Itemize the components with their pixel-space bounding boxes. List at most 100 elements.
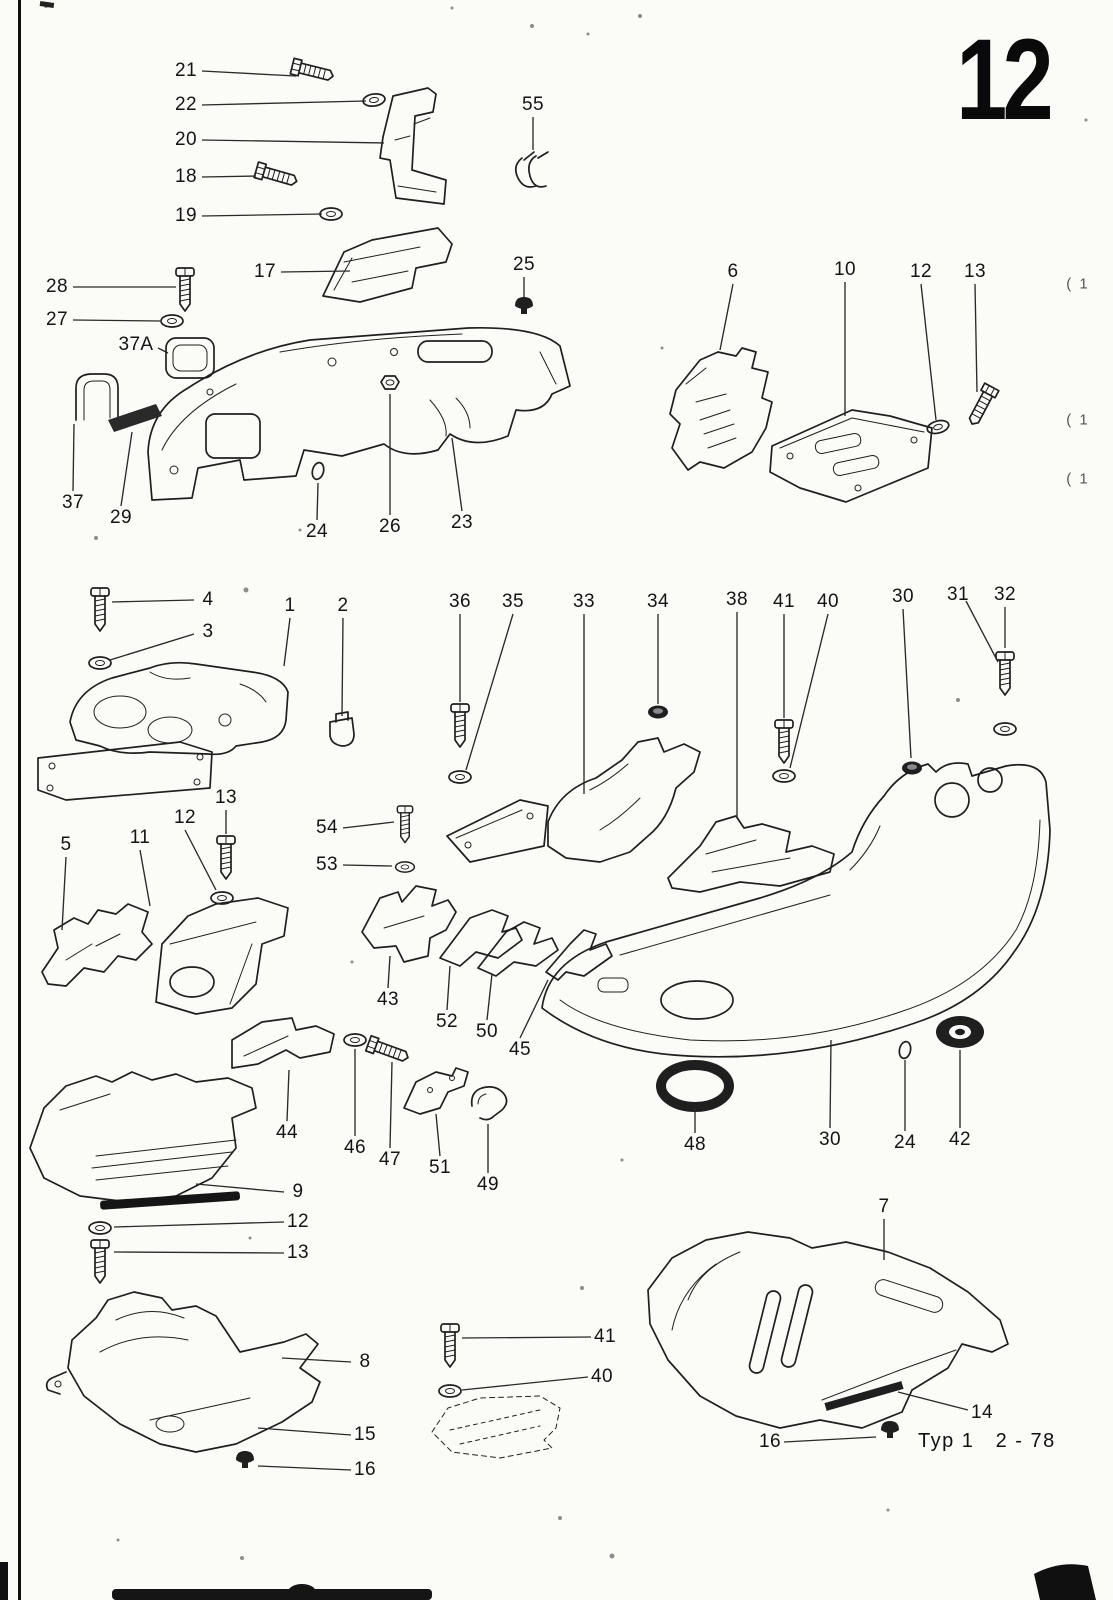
- leader-line-23: [451, 437, 463, 512]
- leader-line-35: [465, 613, 514, 771]
- part-20-bracket-drawing: [379, 87, 447, 205]
- leader-line-20: [201, 139, 385, 144]
- type-footer: Typ 1 2 - 78: [918, 1430, 1056, 1452]
- part-17-support-drawing: [322, 227, 453, 303]
- leader-line-54: [342, 821, 395, 829]
- leader-line-18: [201, 175, 257, 178]
- part-50-plate-drawing: [477, 921, 559, 977]
- leader-line-37A: [157, 347, 169, 354]
- grommet-16-left-drawing: [236, 1451, 254, 1468]
- screw-41-bottom-drawing: [440, 1323, 460, 1368]
- part-33-covers-drawing: [446, 737, 701, 863]
- seal-48-drawing: [661, 1065, 729, 1107]
- part-front-engine-cover-drawing: [147, 326, 571, 501]
- leader-line-11: [139, 849, 151, 907]
- plug-30-top-drawing: [902, 761, 922, 775]
- leader-line-30-bottom: [829, 1039, 832, 1129]
- part-29-strip-drawing: [108, 404, 162, 432]
- leader-line-43: [387, 955, 391, 989]
- page-number: 12: [956, 16, 1054, 144]
- screw-41-mid-drawing: [774, 719, 794, 764]
- plug-34-drawing: [648, 705, 668, 719]
- leader-line-17: [280, 270, 351, 273]
- part-38-bracket-drawing: [667, 815, 835, 893]
- leader-line-5: [61, 856, 67, 931]
- washer-46-drawing: [343, 1033, 367, 1047]
- washer-31-drawing: [993, 722, 1017, 736]
- screw-13-bottom-drawing: [90, 1239, 110, 1284]
- washer-3-drawing: [88, 656, 112, 670]
- part-5-shield-drawing: [41, 903, 153, 987]
- part-9-cover-drawing: [29, 1071, 257, 1210]
- bolt-13-topright-drawing: [964, 382, 1000, 429]
- part-11-cover-drawing: [155, 897, 289, 1015]
- oval-24-bottom-drawing: [897, 1039, 913, 1061]
- part-49-hook-drawing: [470, 1086, 508, 1121]
- screw-13-mid-drawing: [216, 835, 236, 880]
- leader-line-40-mid: [789, 613, 829, 769]
- leader-line-4: [111, 599, 195, 603]
- leader-line-13-topright: [974, 283, 978, 393]
- leader-line-50: [486, 973, 493, 1021]
- part-55-clips-drawing: [514, 151, 549, 188]
- scan-artifacts: [44, 4, 1088, 1560]
- leader-line-13-bottom: [113, 1251, 285, 1254]
- leader-line-30-top: [902, 608, 912, 759]
- part-45-bracket-drawing: [545, 929, 613, 981]
- leader-line-29: [120, 431, 133, 507]
- leader-line-24-top: [316, 482, 319, 521]
- leader-line-51: [435, 1113, 441, 1157]
- washer-27-drawing: [160, 314, 184, 328]
- part-1-cover-drawing: [37, 661, 289, 801]
- hardware-drawings: [88, 57, 1017, 1468]
- leader-line-15: [257, 1427, 352, 1436]
- part-51-bracket-drawing: [403, 1067, 469, 1115]
- part-screen-dashed-drawing: [431, 1395, 561, 1459]
- leader-line-14: [897, 1391, 969, 1411]
- page-left-border: [18, 0, 21, 1600]
- part-8-15-cover-drawing: [45, 1291, 321, 1453]
- part-37-hose-drawing: [75, 373, 119, 421]
- part-37A-seal-drawing: [165, 337, 215, 379]
- leader-line-45: [519, 979, 549, 1039]
- oval-24-top-drawing: [309, 460, 327, 482]
- leader-line-47: [389, 1061, 393, 1149]
- leader-line-12-topright: [920, 283, 937, 421]
- washer-19-drawing: [319, 207, 343, 221]
- washer-12-mid-drawing: [210, 891, 234, 905]
- leader-line-3: [109, 633, 195, 661]
- part-10-plate-drawing: [769, 409, 933, 503]
- leader-line-12-bottom: [113, 1221, 285, 1228]
- bolt-47-drawing: [364, 1034, 412, 1066]
- part-52-plate-drawing: [439, 909, 523, 967]
- screw-36-drawing: [450, 703, 470, 748]
- part-6-shield-drawing: [669, 347, 773, 471]
- bolt-21-drawing: [289, 57, 336, 85]
- screw-32-drawing: [995, 651, 1015, 696]
- nut-26-drawing: [380, 375, 400, 390]
- leader-line-9: [195, 1183, 285, 1193]
- leader-lines: [61, 70, 1006, 1471]
- leader-line-21: [201, 70, 297, 77]
- leader-line-19: [201, 213, 323, 217]
- leader-line-2: [341, 617, 344, 717]
- part-7-14-cover-drawing: [647, 1231, 1009, 1429]
- washer-12-bottom-drawing: [88, 1221, 112, 1235]
- washer-40-bottom-drawing: [438, 1384, 462, 1398]
- leader-line-16-left: [257, 1465, 352, 1471]
- leader-line-12-mid: [184, 829, 217, 891]
- screw-28-drawing: [175, 267, 195, 312]
- plug-25-drawing: [515, 297, 533, 314]
- washer-35-drawing: [448, 770, 472, 784]
- leader-line-16-right: [783, 1436, 877, 1443]
- leader-line-27: [72, 319, 161, 322]
- part-rear-panel-drawing: [541, 762, 1051, 1058]
- part-2-clamp-drawing: [329, 711, 355, 747]
- leader-line-37: [72, 423, 75, 492]
- screw-54-drawing: [396, 805, 414, 844]
- grommet-16-right-drawing: [881, 1421, 899, 1438]
- grommet-42-drawing: [936, 1016, 984, 1048]
